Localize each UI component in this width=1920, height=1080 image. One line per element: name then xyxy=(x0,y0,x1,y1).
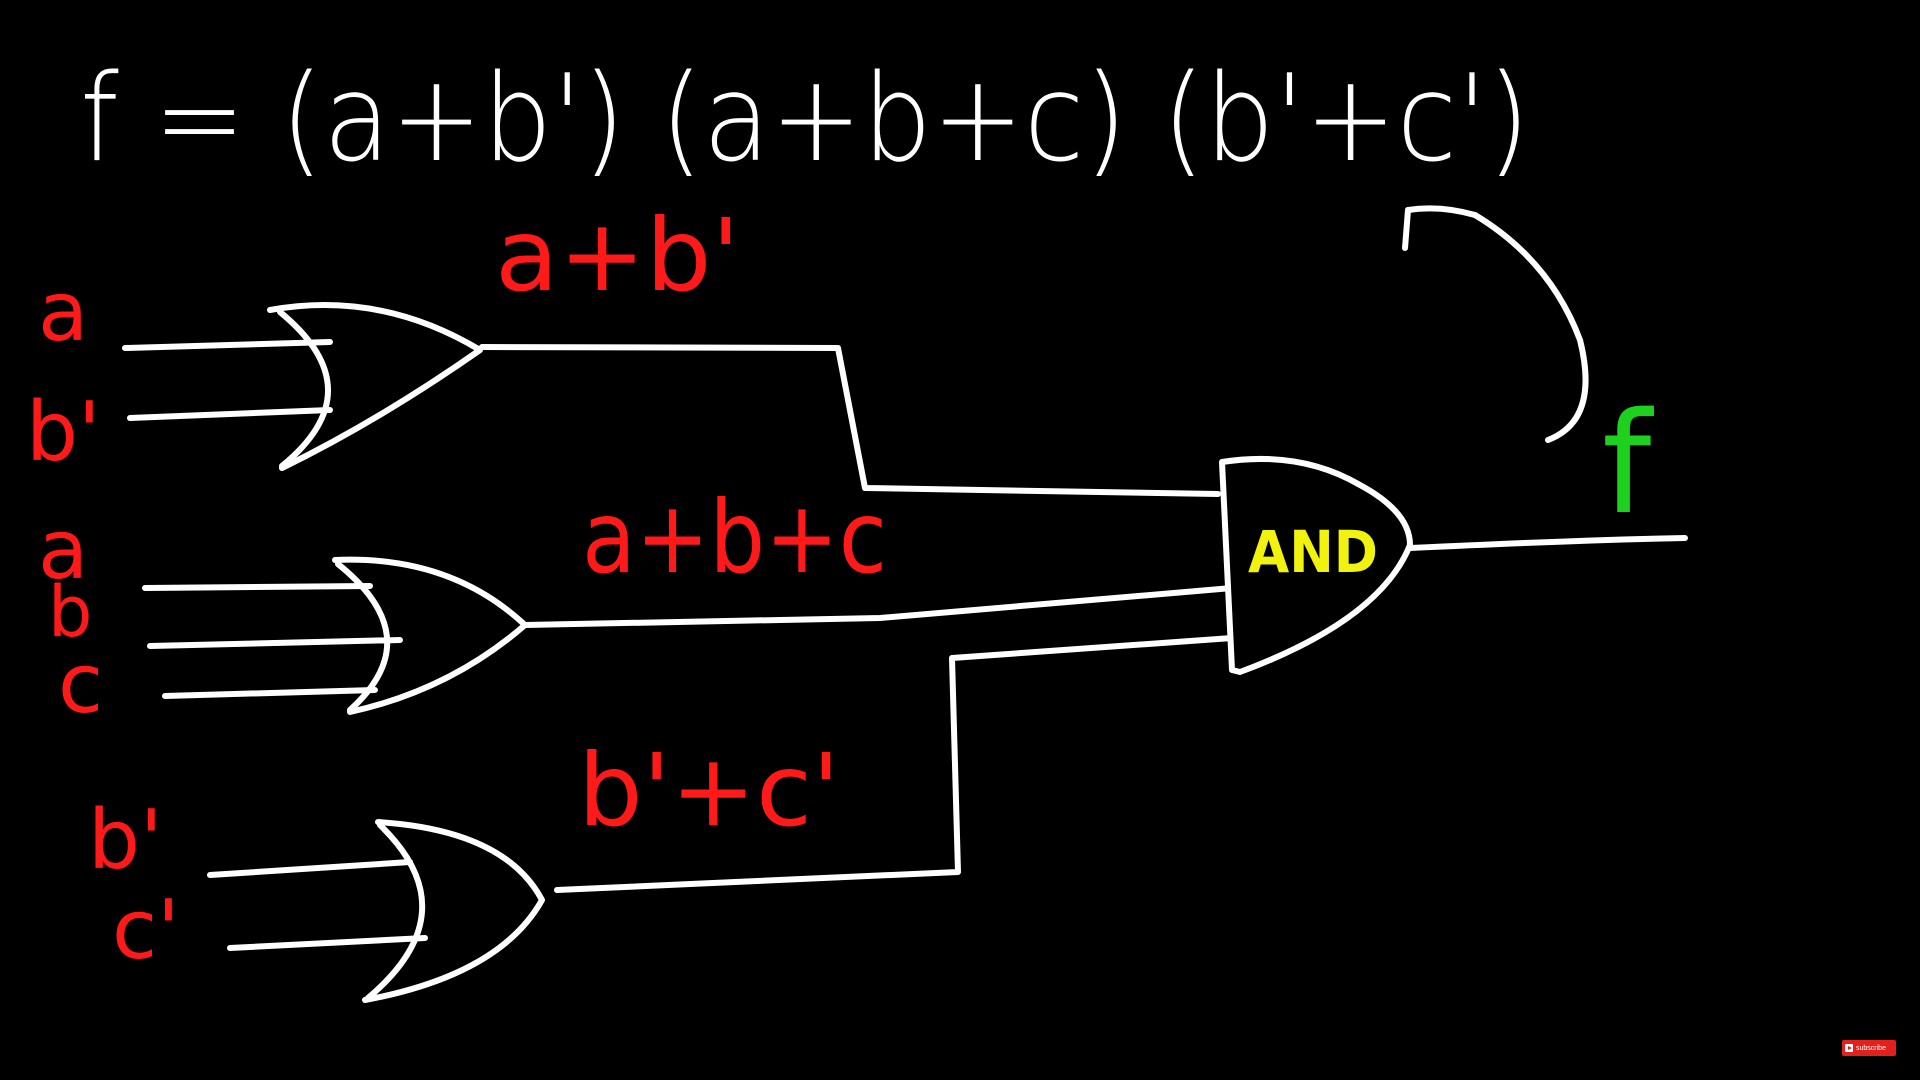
play-icon xyxy=(1845,1044,1853,1052)
feedback-arrow xyxy=(1402,205,1589,443)
or-gate-1-input-b-prime: b' xyxy=(26,385,101,480)
wire-or1-to-and xyxy=(479,344,1221,497)
or-gate-2-input-c: c xyxy=(58,637,103,732)
or-gate-2-input-a: a xyxy=(38,503,88,598)
or-gate-2-input-b: b xyxy=(48,571,92,653)
subscribe-text: subscribe xyxy=(1856,1044,1886,1052)
boolean-equation: f = (a+b') (a+b+c) (b'+c') xyxy=(80,50,1530,189)
or-gate-3-input-b-prime: b' xyxy=(88,793,163,888)
or-gate-3-term: b'+c' xyxy=(578,732,840,849)
or-gate-1-term: a+b' xyxy=(495,197,740,314)
wire-or2-to-and xyxy=(522,585,1235,628)
and-gate-label: AND xyxy=(1248,518,1378,586)
or-gate-1 xyxy=(267,302,483,471)
or-gate-1-input-a: a xyxy=(38,265,88,360)
or-gate-3-input-c-prime: c' xyxy=(112,883,180,978)
and-gate xyxy=(1219,455,1413,675)
or-gate-2-term: a+b+c xyxy=(582,479,887,596)
wire-or3-to-and xyxy=(554,635,1235,893)
or-gate-3-inputs xyxy=(207,859,428,951)
or-gate-3 xyxy=(362,819,545,1003)
subscribe-badge[interactable]: subscribe xyxy=(1842,1040,1896,1056)
or-gate-2-inputs xyxy=(142,583,403,699)
output-label: f xyxy=(1602,383,1654,546)
output-wire xyxy=(1407,535,1688,551)
or-gate-1-inputs xyxy=(122,339,333,421)
